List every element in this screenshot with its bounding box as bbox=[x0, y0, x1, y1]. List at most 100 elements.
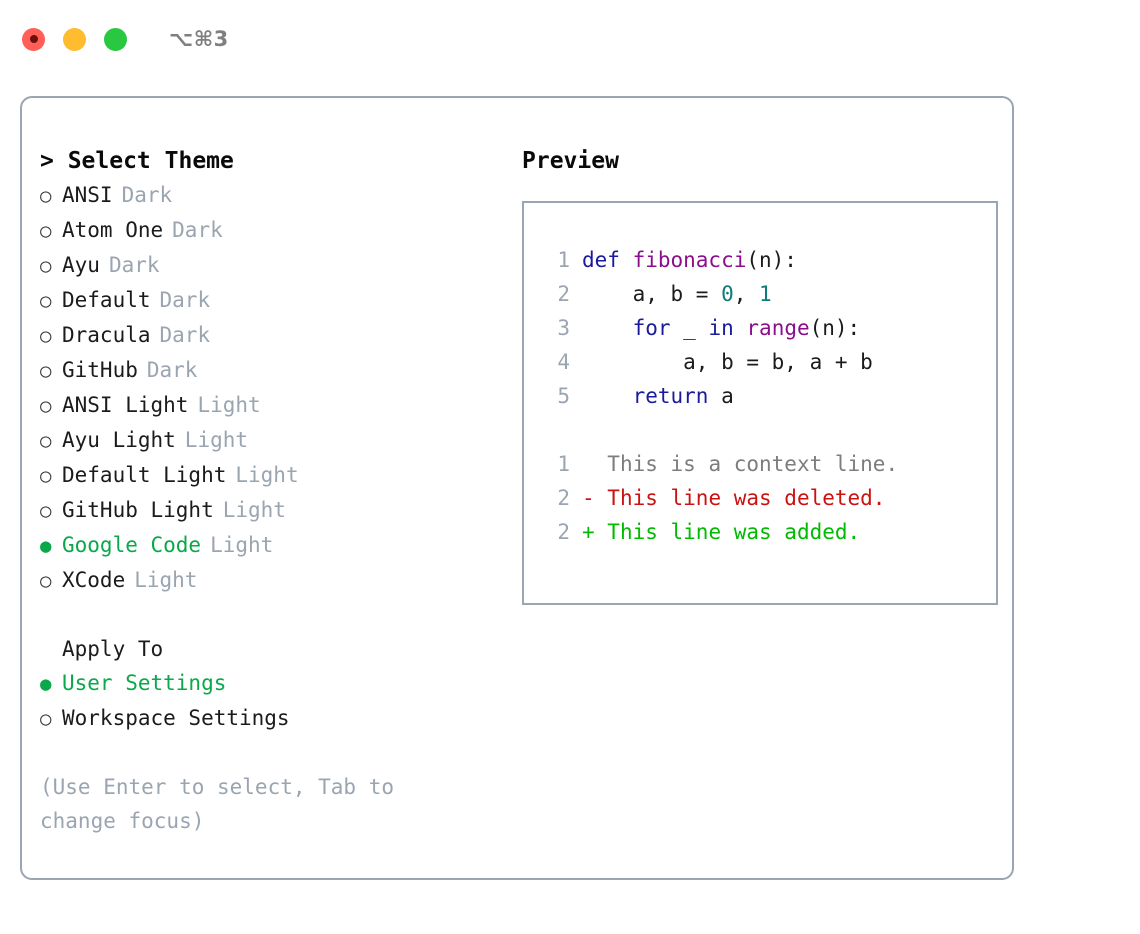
theme-option-label: ANSI bbox=[62, 183, 113, 207]
line-number: 1 bbox=[557, 452, 570, 476]
title-bar: ⌥⌘3 bbox=[0, 0, 1140, 78]
radio-unselected-icon[interactable]: ○ bbox=[40, 708, 52, 730]
code-token-kw: return bbox=[632, 384, 709, 408]
radio-unselected-icon[interactable]: ○ bbox=[40, 220, 52, 242]
code-token-txt bbox=[582, 316, 633, 340]
code-diff-gap bbox=[544, 413, 996, 447]
radio-unselected-icon[interactable]: ○ bbox=[40, 465, 52, 487]
theme-option-tag: Light bbox=[134, 568, 198, 592]
code-token-txt bbox=[582, 384, 633, 408]
radio-unselected-icon[interactable]: ○ bbox=[40, 430, 52, 452]
theme-option-label: Atom One bbox=[62, 218, 164, 242]
theme-option-tag: Dark bbox=[108, 253, 160, 277]
code-token-txt: (n): bbox=[746, 248, 797, 272]
theme-option-tag: Light bbox=[210, 533, 274, 557]
code-token-kw: for bbox=[632, 316, 671, 340]
apply-to-option-workspace-settings[interactable]: ○ Workspace Settings bbox=[40, 701, 500, 736]
minimize-button[interactable] bbox=[63, 27, 86, 51]
maximize-button[interactable] bbox=[104, 27, 127, 51]
code-token-num: 1 bbox=[759, 282, 772, 306]
diff-marker: + bbox=[582, 520, 608, 544]
theme-option-github-light[interactable]: ○ GitHub Light Light bbox=[40, 493, 500, 528]
apply-to-option-label: Workspace Settings bbox=[62, 706, 290, 730]
preview-heading: Preview bbox=[522, 148, 619, 174]
code-line: 3 for _ in range(n): bbox=[544, 311, 996, 345]
radio-unselected-icon[interactable]: ○ bbox=[40, 255, 52, 277]
radio-selected-icon[interactable]: ● bbox=[40, 673, 52, 695]
theme-option-default[interactable]: ○ Default Dark bbox=[40, 283, 500, 318]
radio-unselected-icon[interactable]: ○ bbox=[40, 325, 52, 347]
radio-unselected-icon[interactable]: ○ bbox=[40, 360, 52, 382]
theme-option-tag: Dark bbox=[159, 288, 211, 312]
theme-option-tag: Light bbox=[222, 498, 286, 522]
theme-option-tag: Light bbox=[184, 428, 249, 452]
diff-line-add: 2 + This line was added. bbox=[544, 515, 996, 549]
diff-marker: - bbox=[582, 486, 608, 510]
list-spacer bbox=[40, 598, 500, 632]
radio-unselected-icon[interactable]: ○ bbox=[40, 570, 52, 592]
theme-option-label: GitHub Light bbox=[62, 498, 214, 522]
diff-marker bbox=[582, 452, 607, 476]
theme-option-google-code[interactable]: ● Google Code Light bbox=[40, 528, 500, 563]
code-token-txt: _ bbox=[670, 316, 709, 340]
theme-option-tag: Dark bbox=[159, 323, 211, 347]
code-line: 5 return a bbox=[544, 379, 996, 413]
theme-option-tag: Light bbox=[235, 463, 299, 487]
close-button[interactable] bbox=[22, 27, 45, 51]
diff-line-ctx: 1 This is a context line. bbox=[544, 447, 996, 481]
code-token-kw: in bbox=[708, 316, 734, 340]
select-theme-heading: > Select Theme bbox=[40, 148, 234, 174]
theme-option-label: Ayu bbox=[62, 253, 100, 277]
keyboard-hint: (Use Enter to select, Tab to change focu… bbox=[40, 775, 395, 833]
apply-to-option-label: User Settings bbox=[62, 671, 227, 695]
code-token-txt: a, b = b, a + b bbox=[582, 350, 873, 374]
radio-unselected-icon[interactable]: ○ bbox=[40, 395, 52, 417]
code-token-kw: def bbox=[582, 248, 633, 272]
diff-text: This line was added. bbox=[607, 520, 861, 544]
window-controls bbox=[22, 27, 127, 51]
theme-option-tag: Light bbox=[197, 393, 261, 417]
code-token-txt: a bbox=[708, 384, 734, 408]
radio-unselected-icon[interactable]: ○ bbox=[40, 290, 52, 312]
code-token-txt bbox=[734, 316, 747, 340]
code-line: 4 a, b = b, a + b bbox=[544, 345, 996, 379]
theme-option-tag: Dark bbox=[121, 183, 173, 207]
code-token-num: 0 bbox=[721, 282, 734, 306]
apply-to-option-user-settings[interactable]: ● User Settings bbox=[40, 666, 500, 701]
line-number: 2 bbox=[557, 486, 570, 510]
diff-line-del: 2- This line was deleted. bbox=[544, 481, 996, 515]
theme-option-label: Ayu Light bbox=[62, 428, 176, 452]
code-token-fn: fibonacci bbox=[632, 248, 747, 272]
line-number: 4 bbox=[557, 350, 570, 374]
code-token-fn: range bbox=[746, 316, 810, 340]
theme-option-tag: Dark bbox=[146, 358, 198, 382]
window-title: ⌥⌘3 bbox=[169, 27, 229, 51]
theme-option-github[interactable]: ○ GitHub Dark bbox=[40, 353, 500, 388]
radio-selected-icon[interactable]: ● bbox=[40, 535, 52, 557]
theme-option-label: Google Code bbox=[62, 533, 202, 557]
line-number: 5 bbox=[557, 384, 570, 408]
code-token-txt: (n): bbox=[809, 316, 861, 340]
theme-option-ayu[interactable]: ○ Ayu Dark bbox=[40, 248, 500, 283]
theme-option-ansi[interactable]: ○ ANSI Dark bbox=[40, 178, 500, 213]
theme-option-ayu-light[interactable]: ○ Ayu Light Light bbox=[40, 423, 500, 458]
line-number: 2 bbox=[557, 282, 570, 306]
apply-to-heading: Apply To bbox=[62, 637, 164, 661]
theme-option-label: Default bbox=[62, 288, 151, 312]
line-number: 2 bbox=[557, 520, 570, 544]
radio-unselected-icon[interactable]: ○ bbox=[40, 500, 52, 522]
theme-option-label: GitHub bbox=[62, 358, 138, 382]
code-line: 2 a, b = 0, 1 bbox=[544, 277, 996, 311]
radio-unselected-icon[interactable]: ○ bbox=[40, 185, 52, 207]
